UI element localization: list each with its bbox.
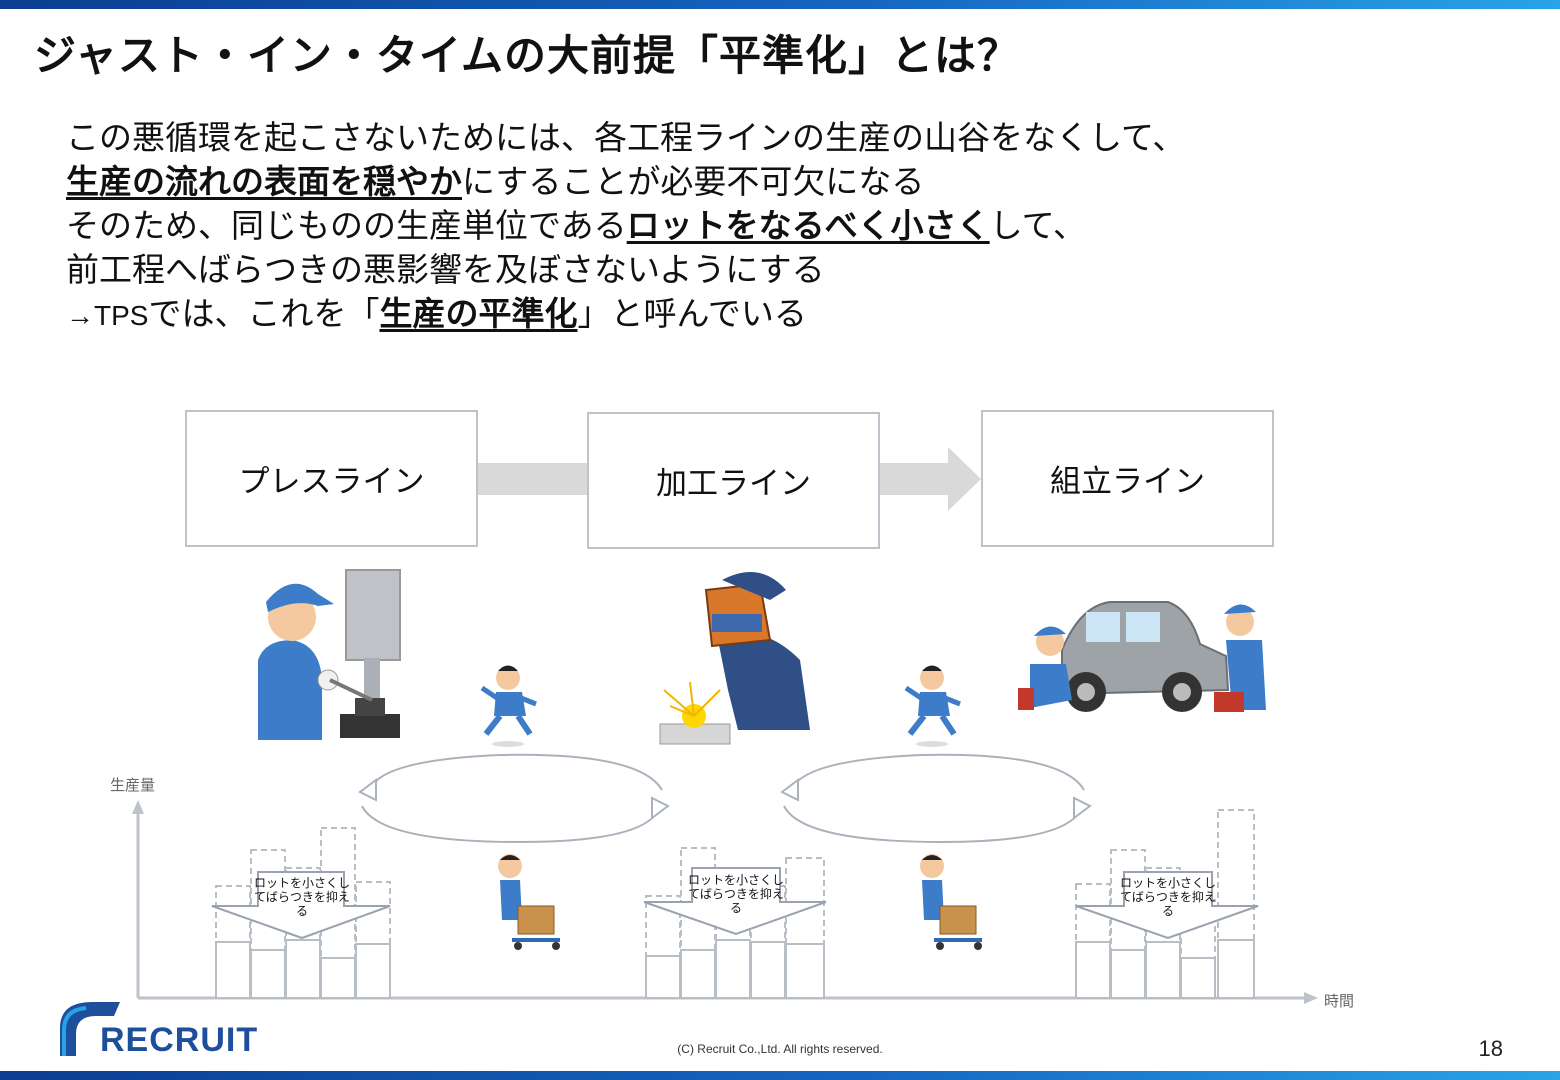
top-accent-bar bbox=[0, 0, 1560, 9]
y-axis-label: 生産量 bbox=[110, 776, 156, 794]
body-line-3-pre: そのため、同じものの生産単位である bbox=[66, 206, 627, 245]
press-line-box: プレスライン bbox=[185, 410, 478, 547]
assembly-line-box: 組立ライン bbox=[981, 410, 1274, 547]
running-worker-1 bbox=[480, 665, 537, 747]
emphasis-smooth-flow: 生産の流れの表面を穏やか bbox=[66, 162, 462, 201]
cart-worker-2 bbox=[920, 854, 982, 950]
callout-text-2: ロットを小さくしてばらつきを抑える bbox=[687, 873, 784, 915]
cycle-arrow-left bbox=[358, 753, 670, 844]
tps-arrow-prefix: →TPS bbox=[66, 300, 149, 331]
body-text: この悪循環を起こさないためには、各工程ラインの生産の山谷をなくして、 生産の流れ… bbox=[66, 116, 1185, 338]
recruit-logo-text: RECRUIT bbox=[100, 1021, 259, 1059]
body-line-5-post: 」と呼んでいる bbox=[577, 294, 807, 333]
body-line-5-pre: では、これを「 bbox=[148, 294, 380, 333]
flow-connector-1 bbox=[478, 463, 587, 495]
machining-line-box: 加工ライン bbox=[587, 412, 880, 549]
recruit-logo-mark bbox=[60, 1002, 120, 1056]
welder-illustration bbox=[659, 572, 810, 745]
callout-arrow-1 bbox=[211, 871, 391, 940]
emphasis-small-lot: ロットをなるべく小さく bbox=[626, 206, 990, 245]
callout-text-1: ロットを小さくしてばらつきを抑える bbox=[253, 876, 350, 918]
callout-text-3: ロットを小さくしてばらつきを抑える bbox=[1119, 876, 1216, 918]
body-line-3-post: して、 bbox=[989, 206, 1087, 245]
body-line-5: →TPSでは、これを「生産の平準化」と呼んでいる bbox=[66, 292, 1185, 338]
running-worker-2 bbox=[904, 665, 961, 747]
slide-title: ジャスト・イン・タイムの大前提「平準化」とは？ bbox=[34, 31, 1021, 80]
flow-arrow-2 bbox=[880, 447, 981, 511]
emphasis-leveling: 生産の平準化 bbox=[379, 294, 578, 333]
callout-arrow-3 bbox=[1075, 871, 1259, 940]
body-line-2-rest: にすることが必要不可欠になる bbox=[462, 162, 925, 201]
body-line-4: 前工程へばらつきの悪影響を及ぼさないようにする bbox=[66, 250, 825, 289]
cycle-arrow-right bbox=[780, 753, 1092, 844]
x-axis-label: 時間 bbox=[1324, 992, 1355, 1010]
bottom-accent-bar bbox=[0, 1071, 1560, 1080]
cart-worker-1 bbox=[498, 854, 560, 950]
car-repair-illustration bbox=[1018, 601, 1266, 712]
copyright-text: (C) Recruit Co.,Ltd. All rights reserved… bbox=[677, 1042, 883, 1056]
press-worker-illustration bbox=[258, 569, 401, 740]
body-line-2: 生産の流れの表面を穏やかにすることが必要不可欠になる bbox=[66, 160, 1185, 204]
page-number: 18 bbox=[1478, 1036, 1503, 1061]
callout-arrow-2 bbox=[643, 867, 827, 936]
body-line-3: そのため、同じものの生産単位であるロットをなるべく小さくして、 bbox=[66, 204, 1185, 248]
body-line-1: この悪循環を起こさないためには、各工程ラインの生産の山谷をなくして、 bbox=[66, 118, 1186, 157]
